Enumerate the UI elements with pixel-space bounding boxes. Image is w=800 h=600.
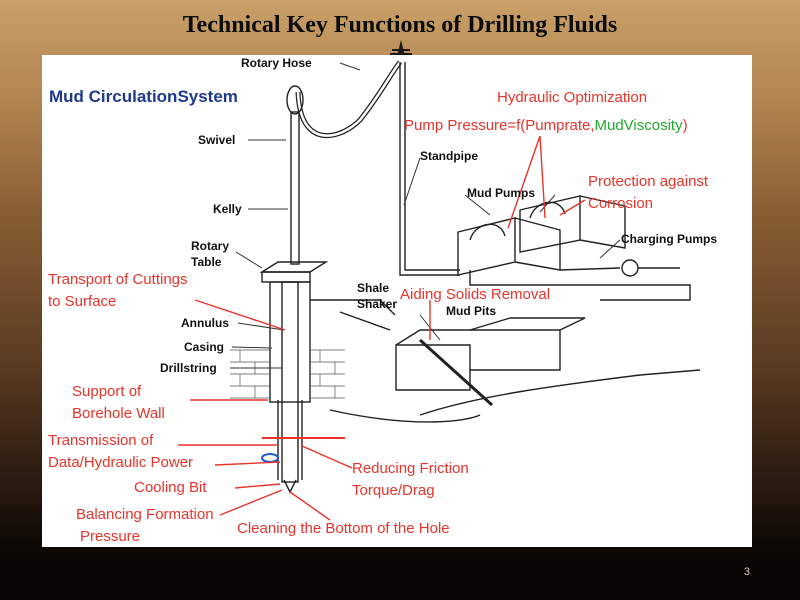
- label-charging-pumps: Charging Pumps: [621, 232, 718, 246]
- slide-title: Technical Key Functions of Drilling Flui…: [182, 12, 618, 38]
- label-standpipe: Standpipe: [420, 149, 479, 163]
- function-protection-2: Corrosion: [588, 195, 654, 212]
- label-shale-shaker-1: Shale: [357, 281, 390, 295]
- label-mud-pits: Mud Pits: [446, 304, 496, 318]
- label-shale-shaker-2: Shaker: [357, 297, 398, 311]
- function-hydraulic-optimization: Hydraulic Optimization: [497, 89, 648, 106]
- page-number: 3: [743, 566, 750, 578]
- label-drillstring: Drillstring: [160, 361, 217, 375]
- label-kelly: Kelly: [213, 202, 242, 216]
- function-transmission-2: Data/Hydraulic Power: [48, 454, 194, 471]
- label-swivel: Swivel: [198, 133, 236, 147]
- function-cooling-bit: Cooling Bit: [134, 479, 207, 496]
- function-transmission-1: Transmission of: [48, 432, 154, 449]
- function-transport-1: Transport of Cuttings: [48, 271, 188, 288]
- function-reducing-friction-1: Reducing Friction: [352, 460, 469, 477]
- function-balancing-1: Balancing Formation: [76, 506, 214, 523]
- function-cleaning-bottom: Cleaning the Bottom of the Hole: [237, 520, 450, 537]
- drilling-rig-icon: [390, 40, 412, 56]
- function-aiding-solids: Aiding Solids Removal: [400, 286, 551, 303]
- diagram-panel: [42, 55, 752, 547]
- function-pump-pressure: Pump Pressure=f(Pumprate,MudViscosity): [404, 117, 688, 134]
- label-rotary-table-1: Rotary: [191, 239, 230, 253]
- diagram-heading: Mud CirculationSystem: [49, 87, 238, 106]
- function-transport-2: to Surface: [48, 293, 117, 310]
- label-rotary-table-2: Table: [191, 255, 222, 269]
- function-balancing-2: Pressure: [80, 528, 141, 545]
- mud-viscosity-term: MudViscosity: [594, 117, 683, 134]
- function-reducing-friction-2: Torque/Drag: [352, 482, 435, 499]
- function-support-2: Borehole Wall: [72, 405, 165, 422]
- label-rotary-hose: Rotary Hose: [241, 56, 312, 70]
- label-casing: Casing: [184, 340, 225, 354]
- function-protection-1: Protection against: [588, 173, 709, 190]
- function-support-1: Support of: [72, 383, 142, 400]
- label-annulus: Annulus: [181, 316, 229, 330]
- label-mud-pumps: Mud Pumps: [467, 186, 535, 200]
